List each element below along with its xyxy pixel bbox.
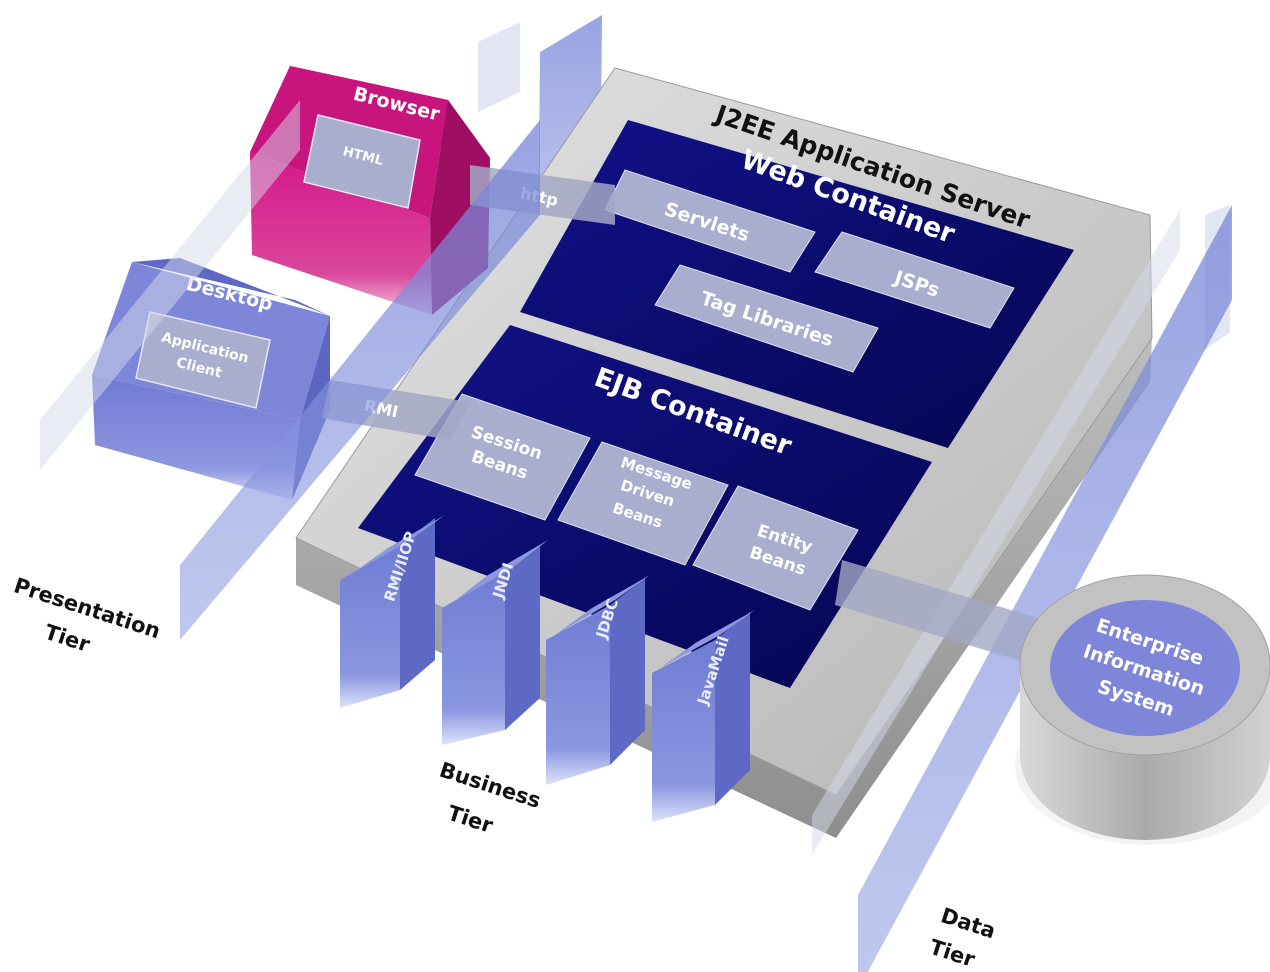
message-driven-beans-box [557,441,729,566]
app-server-slab-side [296,338,1152,838]
tag-libraries-box [654,264,879,373]
data-tier-line1: Data [938,903,998,943]
session-beans-box [414,393,591,521]
desktop-cube-front [92,375,300,500]
service-jndi [442,540,548,745]
eis-connection-bar [835,560,1045,665]
data-tier-line2: Tier [927,935,979,972]
entity-beans-box [692,485,859,611]
service-rmi-iiop [340,515,445,708]
browser-cube-front [250,152,432,315]
service-javamail [652,610,755,822]
business-tier-line2: Tier [445,801,497,838]
presentation-tier-line2: Tier [42,620,94,657]
eis-cylinder [1015,574,1270,845]
presentation-tier-plane-back [478,22,520,112]
presentation-tier-plane-front [180,120,540,640]
application-client-box [135,311,271,409]
jsps-box [814,231,1015,329]
html-box [303,114,421,209]
data-tier-plane-shadow [812,210,1180,855]
data-tier-plane [858,205,1232,972]
service-jdbc [546,575,650,785]
presentation-tier-plane-shadow [40,100,300,470]
